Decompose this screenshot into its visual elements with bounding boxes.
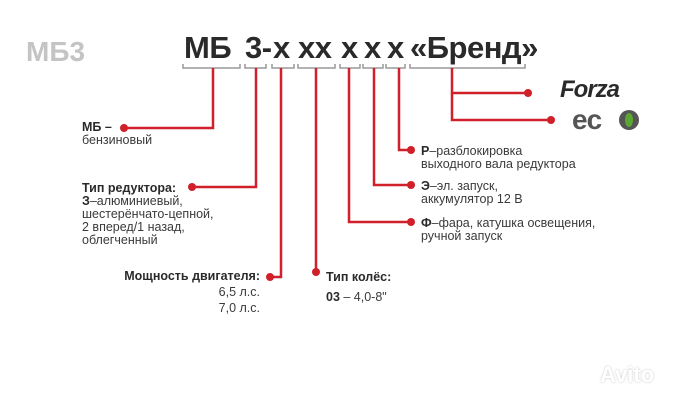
option-e-label: Э–эл. запуск,аккумулятор 12 В [421,179,523,206]
code-segment-gearbox: 3- [245,30,272,65]
wheels-label: Тип колёс:03 – 4,0-8" [326,270,392,304]
engine-type-label: МБ –бензиновый [82,120,153,147]
gearbox-label: Тип редуктора:З–алюминиевый, шестерёнчат… [82,181,214,247]
code-segment-brand: «Бренд» [410,30,538,65]
code-segment-option-p: х [387,30,404,65]
connector-dots [120,89,555,281]
code-segment-wheels: хх [298,30,332,65]
option-f-label: Ф–фара, катушка освещения,ручной запуск [421,216,596,243]
avito-watermark: Avito [600,362,655,387]
series-label: МБ3 [26,36,86,67]
forza-logo: Forza [560,76,620,103]
code-segment-option-f: х [341,30,358,65]
eco-leaf-icon [619,110,639,130]
power-label: Мощность двигателя:6,5 л.с.7,0 л.с. [124,269,260,315]
code-segment-mb: МБ [184,30,232,65]
eco-logo: ec [572,104,602,135]
code-segment-option-e: х [364,30,381,65]
code-segment-power: х [273,30,290,65]
